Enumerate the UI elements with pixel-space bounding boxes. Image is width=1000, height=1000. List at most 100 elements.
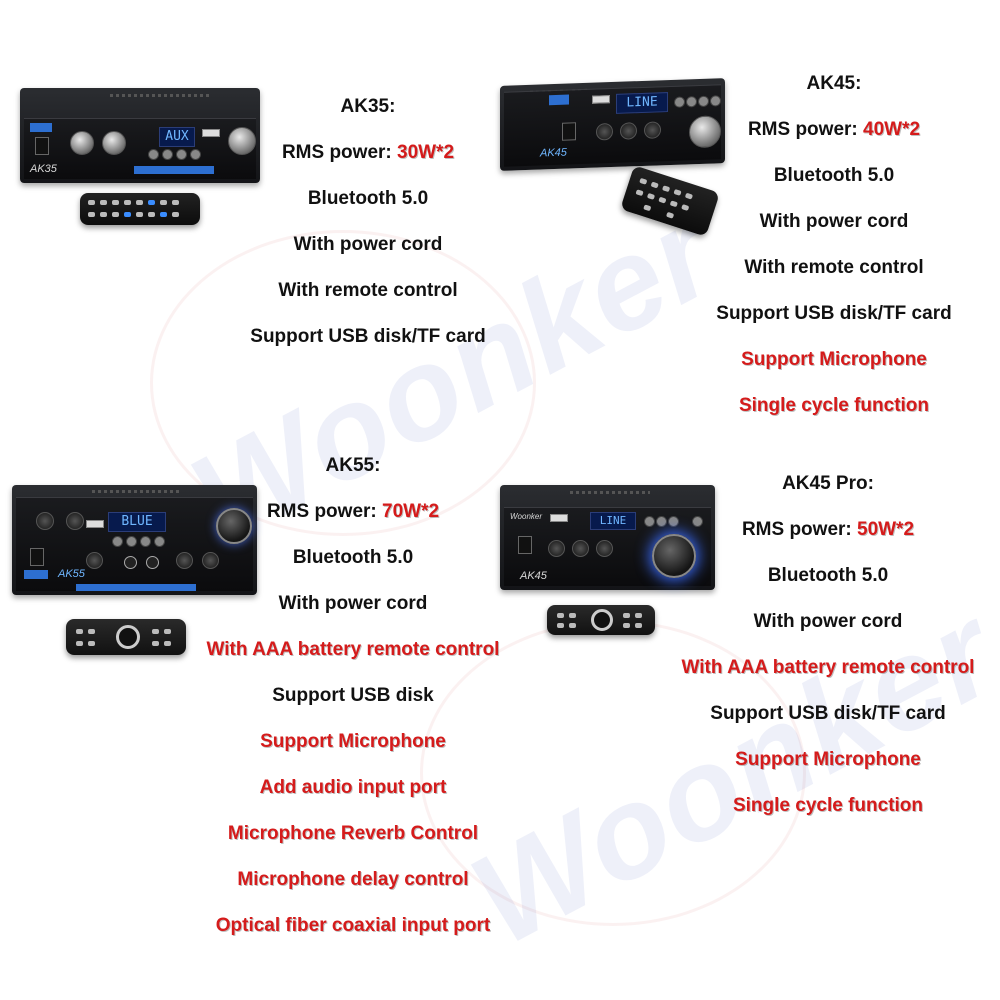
remote-button [164, 629, 171, 634]
treble-knob [548, 540, 565, 557]
feature-strip [76, 584, 196, 591]
amplifier-body: AK35 AUX [20, 88, 260, 183]
remote-button [136, 212, 143, 217]
control-button [126, 536, 137, 547]
remote-control [66, 619, 186, 655]
ak45pro-product-image: Woonker LINE AK45 [495, 485, 720, 645]
rms-power-label: RMS power: [741, 519, 858, 540]
model-badge: AK45 [540, 146, 567, 160]
rms-power-value: 30W*2 [397, 142, 455, 163]
control-button [176, 149, 187, 160]
model-badge: AK45 [520, 570, 547, 582]
remote-button [569, 623, 576, 628]
remote-button [100, 212, 107, 217]
spec-item: With power cord [759, 211, 909, 232]
remote-button [666, 211, 675, 219]
power-label-strip [30, 123, 52, 132]
amplifier-body: BLUE AK55 [12, 485, 257, 595]
power-switch [518, 536, 532, 554]
spec-item-highlight: With AAA battery remote control [681, 657, 975, 678]
spec-item-highlight: Optical fiber coaxial input port [215, 915, 491, 936]
control-button [148, 149, 159, 160]
remote-button [172, 212, 179, 217]
spec-item-highlight: Single cycle function [738, 395, 930, 416]
remote-button [635, 623, 642, 628]
control-button [656, 516, 667, 527]
control-button [644, 516, 655, 527]
remote-button [88, 641, 95, 646]
remote-button [639, 177, 648, 185]
rms-power-value: 50W*2 [857, 519, 915, 540]
rms-power-value: 70W*2 [382, 501, 440, 522]
remote-dpad [116, 625, 140, 649]
remote-button [88, 212, 95, 217]
remote-control [80, 193, 200, 225]
remote-button [148, 200, 155, 205]
bass-knob [36, 512, 54, 530]
control-button [162, 149, 173, 160]
delay-knob [202, 552, 219, 569]
control-button [140, 536, 151, 547]
brand-badge: Woonker [510, 512, 543, 521]
spec-item: With power cord [293, 234, 443, 255]
spec-item: With remote control [744, 257, 924, 278]
mp3-label-strip [549, 94, 569, 106]
remote-button [623, 623, 630, 628]
spec-item: Support USB disk [272, 685, 434, 706]
spec-item: Support USB disk/TF card [710, 703, 946, 724]
remote-button [100, 200, 107, 205]
power-switch [562, 122, 576, 141]
ak55-spec-list: AK55: RMS power: 70W*2 Bluetooth 5.0 Wit… [193, 443, 513, 949]
amplifier-body: Woonker LINE AK45 [500, 485, 715, 590]
usb-port [592, 95, 610, 104]
remote-button [673, 188, 682, 196]
remote-button [635, 613, 642, 618]
remote-button [124, 212, 131, 217]
remote-button [136, 200, 143, 205]
volume-knob [216, 508, 252, 544]
ak35-spec-list: AK35: RMS power: 30W*2 Bluetooth 5.0 Wit… [218, 84, 518, 360]
power-switch [30, 548, 44, 566]
power-switch [35, 137, 49, 155]
rms-power: RMS power: 70W*2 [193, 489, 513, 535]
mic-vol-knob [644, 121, 661, 139]
spec-item: Bluetooth 5.0 [292, 547, 414, 568]
remote-dpad [591, 609, 613, 631]
remote-button [662, 185, 671, 193]
spec-item: Support USB disk/TF card [250, 326, 486, 347]
remote-button [88, 200, 95, 205]
remote-button [669, 200, 678, 208]
volume-knob [228, 127, 256, 155]
vent-grille [570, 491, 650, 494]
echo-knob [176, 552, 193, 569]
control-button [668, 516, 679, 527]
power-label-strip [24, 570, 48, 579]
mic-jack [124, 556, 137, 569]
remote-button [569, 613, 576, 618]
remote-button [635, 189, 644, 197]
remote-button [112, 200, 119, 205]
spec-item-highlight: Microphone delay control [237, 869, 469, 890]
spec-item-highlight: Add audio input port [259, 777, 447, 798]
spec-item-highlight: Support Microphone [741, 349, 927, 370]
remote-button [76, 629, 83, 634]
remote-button [646, 192, 656, 200]
remote-button [172, 200, 179, 205]
model-title: AK45: [806, 73, 862, 94]
volume-knob [652, 534, 696, 578]
model-badge: AK35 [30, 163, 57, 175]
rms-power: RMS power: 30W*2 [218, 130, 518, 176]
rms-power-label: RMS power: [266, 501, 383, 522]
lcd-display: BLUE [108, 512, 166, 532]
treble-knob [102, 131, 126, 155]
remote-button [152, 641, 159, 646]
spec-item-highlight: Support Microphone [735, 749, 921, 770]
rms-power: RMS power: 40W*2 [684, 107, 984, 153]
rms-power: RMS power: 50W*2 [668, 507, 988, 553]
remote-button [557, 613, 564, 618]
mic-vol-knob [86, 552, 103, 569]
mic-vol-knob [596, 540, 613, 557]
remote-button [88, 629, 95, 634]
lcd-display: AUX [159, 127, 195, 147]
spec-item: Bluetooth 5.0 [767, 565, 889, 586]
